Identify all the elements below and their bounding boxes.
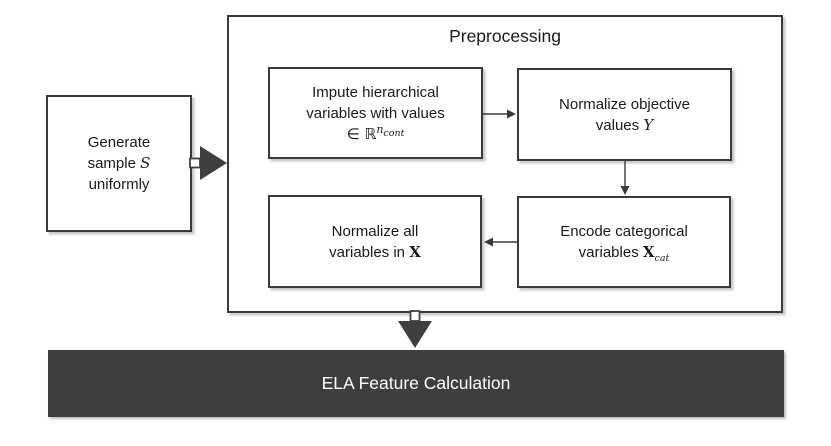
generate-sample-line2-text: sample (87, 155, 141, 172)
math-n-superscript: n (376, 122, 384, 136)
ela-feature-bar: ELA Feature Calculation (48, 350, 784, 417)
normalize-all-line1: Normalize all (331, 222, 419, 240)
normalize-objective-box: Normalize objective values Y (517, 68, 732, 161)
encode-categorical-line2-text: variables (578, 244, 643, 261)
encode-categorical-line2: variables Xcat (579, 242, 670, 263)
math-cont-subscript: cont (383, 127, 405, 139)
arrow-normalize-objective-to-encode-icon (620, 161, 630, 195)
arrow-sample-to-preprocessing-icon (189, 146, 227, 180)
math-symbol-S: S (140, 154, 151, 172)
math-bold-X: X (409, 242, 421, 261)
normalize-objective-line2-text: values (595, 116, 644, 134)
impute-line3-math: ∈ ℝncont (347, 124, 405, 145)
normalize-objective-line2: values Y (596, 115, 653, 136)
encode-categorical-box: Encode categorical variables Xcat (517, 196, 731, 288)
arrow-encode-to-normalize-all-icon (484, 237, 517, 247)
impute-line2: variables with values (306, 104, 445, 122)
generate-sample-box: Generate sample S uniformly (46, 95, 192, 232)
ela-feature-label: ELA Feature Calculation (321, 373, 511, 393)
normalize-all-line2-text: variables in (329, 243, 410, 261)
math-element-of-symbol: ∈ (346, 124, 365, 143)
math-symbol-Y: Y (643, 115, 654, 134)
preprocessing-title: Preprocessing (449, 26, 561, 46)
math-cat-subscript: cat (654, 253, 670, 264)
normalize-all-line2: variables in X (329, 242, 421, 263)
arrow-impute-to-normalize-objective-icon (483, 109, 516, 119)
impute-line1: Impute hierarchical (312, 83, 439, 101)
normalize-all-box: Normalize all variables in X (268, 195, 482, 288)
math-reals-symbol: ℝ (364, 124, 377, 143)
generate-sample-line2: sample S (88, 153, 151, 174)
normalize-objective-line1: Normalize objective (559, 95, 690, 113)
math-bold-X-cat: X (642, 243, 655, 261)
encode-categorical-line1: Encode categorical (560, 223, 688, 240)
impute-variables-box: Impute hierarchical variables with value… (268, 67, 483, 159)
generate-sample-line3: uniformly (88, 176, 150, 193)
generate-sample-line1: Generate (87, 134, 151, 151)
arrow-preprocessing-to-ela-icon (398, 310, 432, 348)
